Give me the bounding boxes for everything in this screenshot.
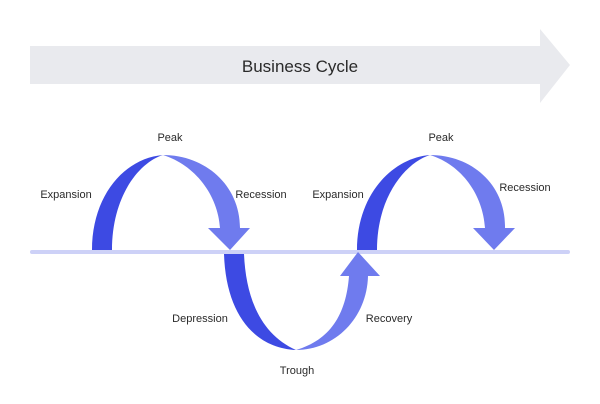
recession-arc-1: [163, 155, 250, 250]
expansion-arc-2: [357, 155, 430, 250]
business-cycle-banner-arrow: [30, 29, 570, 103]
label-expansion-1: Expansion: [40, 189, 91, 201]
label-depression: Depression: [172, 313, 228, 325]
label-recession-1: Recession: [235, 189, 286, 201]
depression-arc: [224, 254, 296, 350]
baseline: [30, 250, 570, 254]
expansion-arc-1: [92, 155, 163, 250]
label-peak-2: Peak: [428, 132, 454, 144]
recession-arc-2: [430, 155, 515, 250]
label-peak-1: Peak: [157, 132, 183, 144]
label-expansion-2: Expansion: [312, 189, 363, 201]
banner-title: Business Cycle: [242, 57, 358, 76]
label-recession-2: Recession: [499, 182, 550, 194]
recovery-arc: [296, 252, 380, 350]
label-trough: Trough: [280, 365, 314, 377]
label-recovery: Recovery: [366, 313, 413, 325]
